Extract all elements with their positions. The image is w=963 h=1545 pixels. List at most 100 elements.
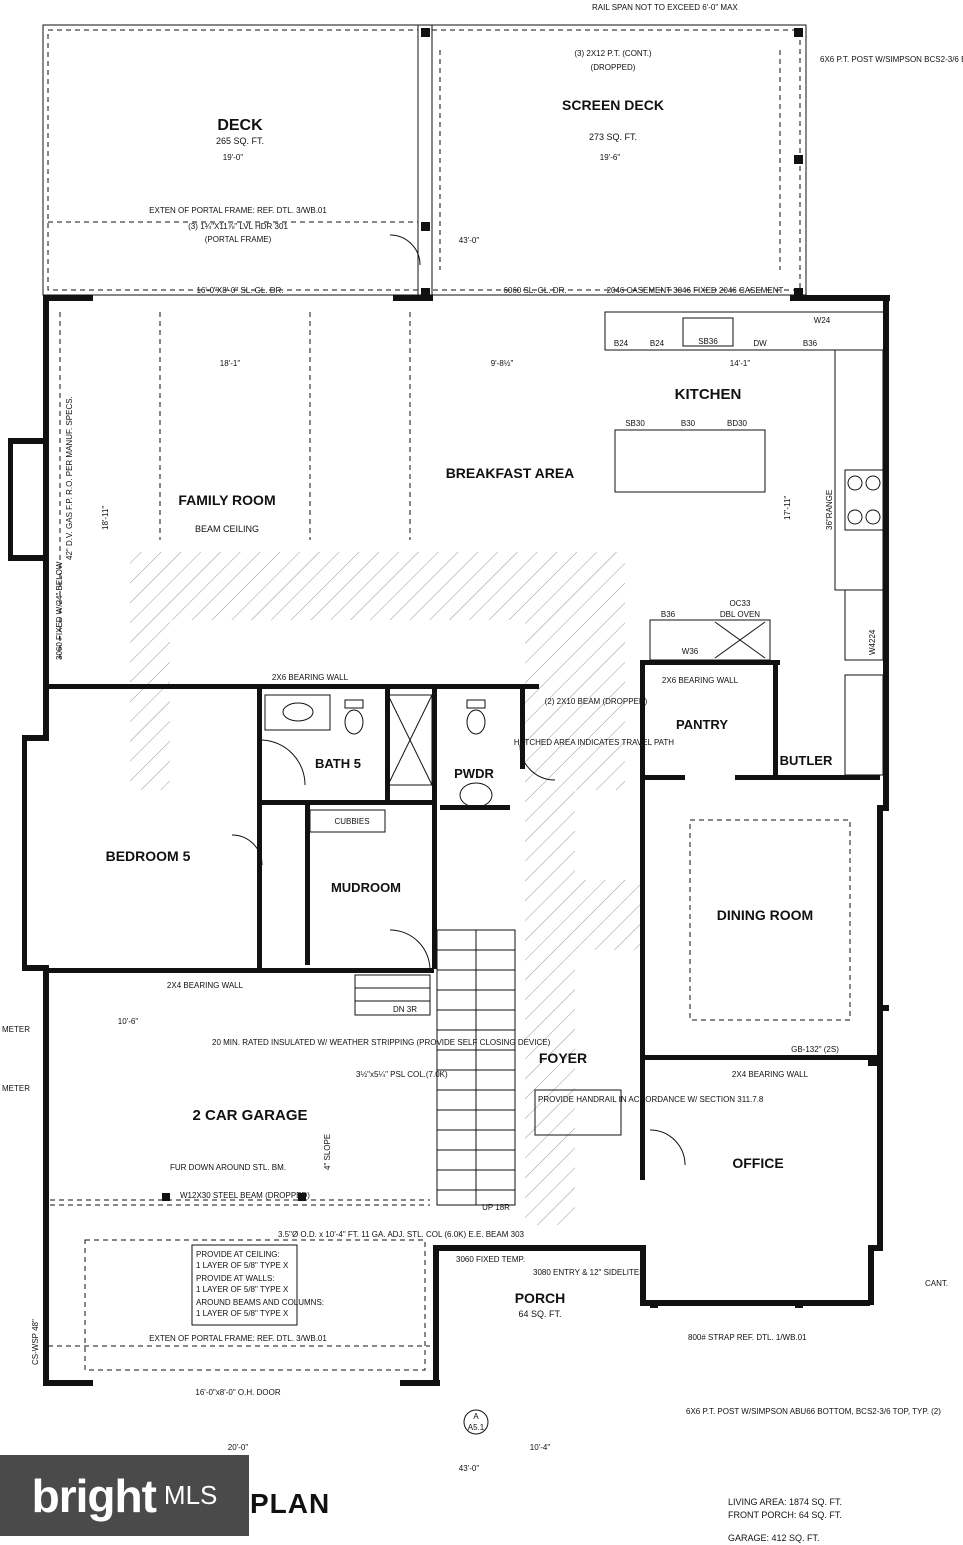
deck-dim-1: 19'-0"	[223, 153, 244, 162]
gas-fp-note: 42" D.V. GAS F.P. R.O. PER MANUF. SPECS.	[65, 396, 74, 560]
cab-w24: W24	[814, 316, 831, 325]
dim-14-1: 14'-1"	[730, 359, 751, 368]
pantry-bearing-note: 2X6 BEARING WALL	[662, 676, 739, 685]
breakfast-label: BREAKFAST AREA	[446, 465, 575, 481]
garage-width: 20'-0"	[228, 1443, 249, 1452]
beam-2x10-note: (2) 2X10 BEAM (DROPPED)	[545, 697, 648, 706]
fur-down-note: FUR DOWN AROUND STL. BM.	[170, 1163, 286, 1172]
area-stats: LIVING AREA: 1874 SQ. FT. FRONT PORCH: 6…	[728, 1496, 842, 1545]
living-area: LIVING AREA: 1874 SQ. FT.	[728, 1497, 843, 1507]
kitchen-label: KITCHEN	[675, 386, 742, 403]
cab-w36-oven: W36	[682, 647, 699, 656]
dim-17-11: 17'-11"	[783, 496, 792, 520]
gb-note: GB-132" (2S)	[791, 1045, 839, 1054]
steel-col-note: 3.5"Ø O.D. x 10'-4" FT. 11 GA. ADJ. STL.…	[278, 1230, 525, 1239]
structural-columns	[162, 1193, 803, 1435]
dim-18-1: 18'-1"	[220, 359, 241, 368]
cab-sb36: SB36	[698, 337, 718, 346]
fixed-temp-note: 3060 FIXED TEMP.	[456, 1255, 525, 1264]
deck-dim-2: 19'-6"	[600, 153, 621, 162]
exterior-walls	[8, 295, 890, 1386]
cab-dw: DW	[753, 339, 767, 348]
mudroom-label: MUDROOM	[331, 880, 401, 895]
entry-note: 3080 ENTRY & 12" SIDELITES	[533, 1268, 645, 1277]
deck-area: 265 SQ. FT.	[216, 136, 264, 146]
cab-b24b: B24	[650, 339, 665, 348]
interior-walls	[49, 660, 880, 1180]
dn-label: DN 3R	[393, 1005, 417, 1014]
cab-b30-island: B30	[681, 419, 696, 428]
cab-b36: B36	[803, 339, 818, 348]
meter-2: METER	[2, 1084, 30, 1093]
portal-extent-garage: EXTEN OF PORTAL FRAME: REF. DTL. 3/WB.01	[149, 1334, 327, 1343]
slope-note: 4" SLOPE	[323, 1134, 332, 1170]
rail-span-note: RAIL SPAN NOT TO EXCEED 6'-0" MAX	[592, 3, 738, 12]
window-3060-note: 3060 FIXED W/24" BELOW	[55, 561, 64, 660]
psl-col-note: 3½"x5¼" PSL COL.(7.0K)	[356, 1070, 448, 1079]
casements-note: 2046 CASEMENT 3046 FIXED 2046 CASEMENT	[607, 286, 784, 295]
beam-top-note: (3) 2X12 P.T. (CONT.)	[574, 49, 652, 58]
sl-door-1: 16'-0"X8'-0" SL. GL. DR.	[197, 286, 284, 295]
porch-area: 64 SQ. FT.	[518, 1309, 561, 1319]
overall-dim-bottom: 43'-0"	[459, 1464, 480, 1473]
garage-door-note: 16'-0"x8'-0" O.H. DOOR	[195, 1388, 280, 1397]
cab-b24a: B24	[614, 339, 629, 348]
porch-label: PORCH	[515, 1290, 566, 1306]
bearing-2x6-note: 2X6 BEARING WALL	[272, 673, 349, 682]
bedroom5-label: BEDROOM 5	[106, 848, 191, 864]
plan-notes: RAIL SPAN NOT TO EXCEED 6'-0" MAX 6X6 P.…	[2, 3, 963, 1473]
post-top-note: 6X6 P.T. POST W/SIMPSON BCS2-3/6 BOTTOM,…	[820, 55, 963, 64]
beams	[48, 312, 851, 1371]
kitchen-cabinets	[604, 311, 886, 776]
watermark-suffix: MLS	[163, 1480, 218, 1510]
pwdr-label: PWDR	[454, 766, 494, 781]
porch-area-stat: FRONT PORCH: 64 SQ. FT.	[728, 1510, 842, 1520]
range-label: 36"RANGE	[825, 490, 834, 530]
fire-box-4: AROUND BEAMS AND COLUMNS:	[196, 1298, 324, 1307]
fire-box-2: PROVIDE AT WALLS:	[196, 1274, 275, 1283]
deck-outline	[42, 24, 807, 297]
cant-note: CANT.	[925, 1279, 948, 1288]
fire-box-1: 1 LAYER OF 5/8" TYPE X	[196, 1261, 289, 1270]
dim-10-6: 10'-6"	[118, 1017, 139, 1026]
portal-extent-note: EXTEN OF PORTAL FRAME: REF. DTL. 3/WB.01	[149, 206, 327, 215]
dim-18-11: 18'-11"	[101, 506, 110, 530]
pantry-label: PANTRY	[676, 717, 728, 732]
bath-fixtures	[264, 694, 493, 833]
travel-path-hatch	[130, 552, 645, 1225]
post-bottom-note: 6X6 P.T. POST W/SIMPSON ABU66 BOTTOM, BC…	[686, 1407, 941, 1416]
cs-wsp-note: CS-WSP 48"	[31, 1319, 40, 1365]
cab-w4224: W4224	[868, 629, 877, 655]
sl-door-2: 6060 SL. GL. DR.	[503, 286, 566, 295]
deck-label: DECK	[217, 117, 263, 134]
meter-1: METER	[2, 1025, 30, 1034]
cubbies-label: CUBBIES	[334, 817, 369, 826]
bath5-label: BATH 5	[315, 756, 361, 771]
cab-bd30: BD30	[727, 419, 748, 428]
foyer-label: FOYER	[539, 1050, 587, 1066]
cabinet-labels: B24 B24 SB36 DW B36 W24 SB30 B30 BD30 B3…	[614, 316, 877, 656]
oven-label: DBL OVEN	[720, 610, 760, 619]
fire-box-3: 1 LAYER OF 5/8" TYPE X	[196, 1285, 289, 1294]
brightmls-watermark: bright MLS	[0, 1455, 249, 1536]
strap-note: 800# STRAP REF. DTL. 1/WB.01	[688, 1333, 807, 1342]
stairs	[354, 929, 516, 1206]
door-swings	[231, 234, 686, 1166]
portal-frame-note: (PORTAL FRAME)	[205, 235, 272, 244]
dim-9-8: 9'-8½"	[491, 359, 514, 368]
dining-label: DINING ROOM	[717, 907, 813, 923]
family-room-note: BEAM CEILING	[195, 524, 259, 534]
family-room-label: FAMILY ROOM	[178, 492, 275, 508]
screen-deck-area: 273 SQ. FT.	[589, 132, 637, 142]
garage-area-stat: GARAGE: 412 SQ. FT.	[728, 1533, 820, 1543]
office-label: OFFICE	[732, 1155, 783, 1171]
dropped-note: (DROPPED)	[591, 63, 636, 72]
porch-width: 10'-4"	[530, 1443, 551, 1452]
overall-dim-top: 43'-0"	[459, 236, 480, 245]
watermark-brand: bright	[31, 1469, 157, 1522]
handrail-note: PROVIDE HANDRAIL IN ACCORDANCE W/ SECTIO…	[538, 1095, 764, 1104]
cab-b36-oven: B36	[661, 610, 676, 619]
fire-door-note: 20 MIN. RATED INSULATED W/ WEATHER STRIP…	[212, 1038, 551, 1047]
plan-title: PLAN	[250, 1488, 331, 1519]
